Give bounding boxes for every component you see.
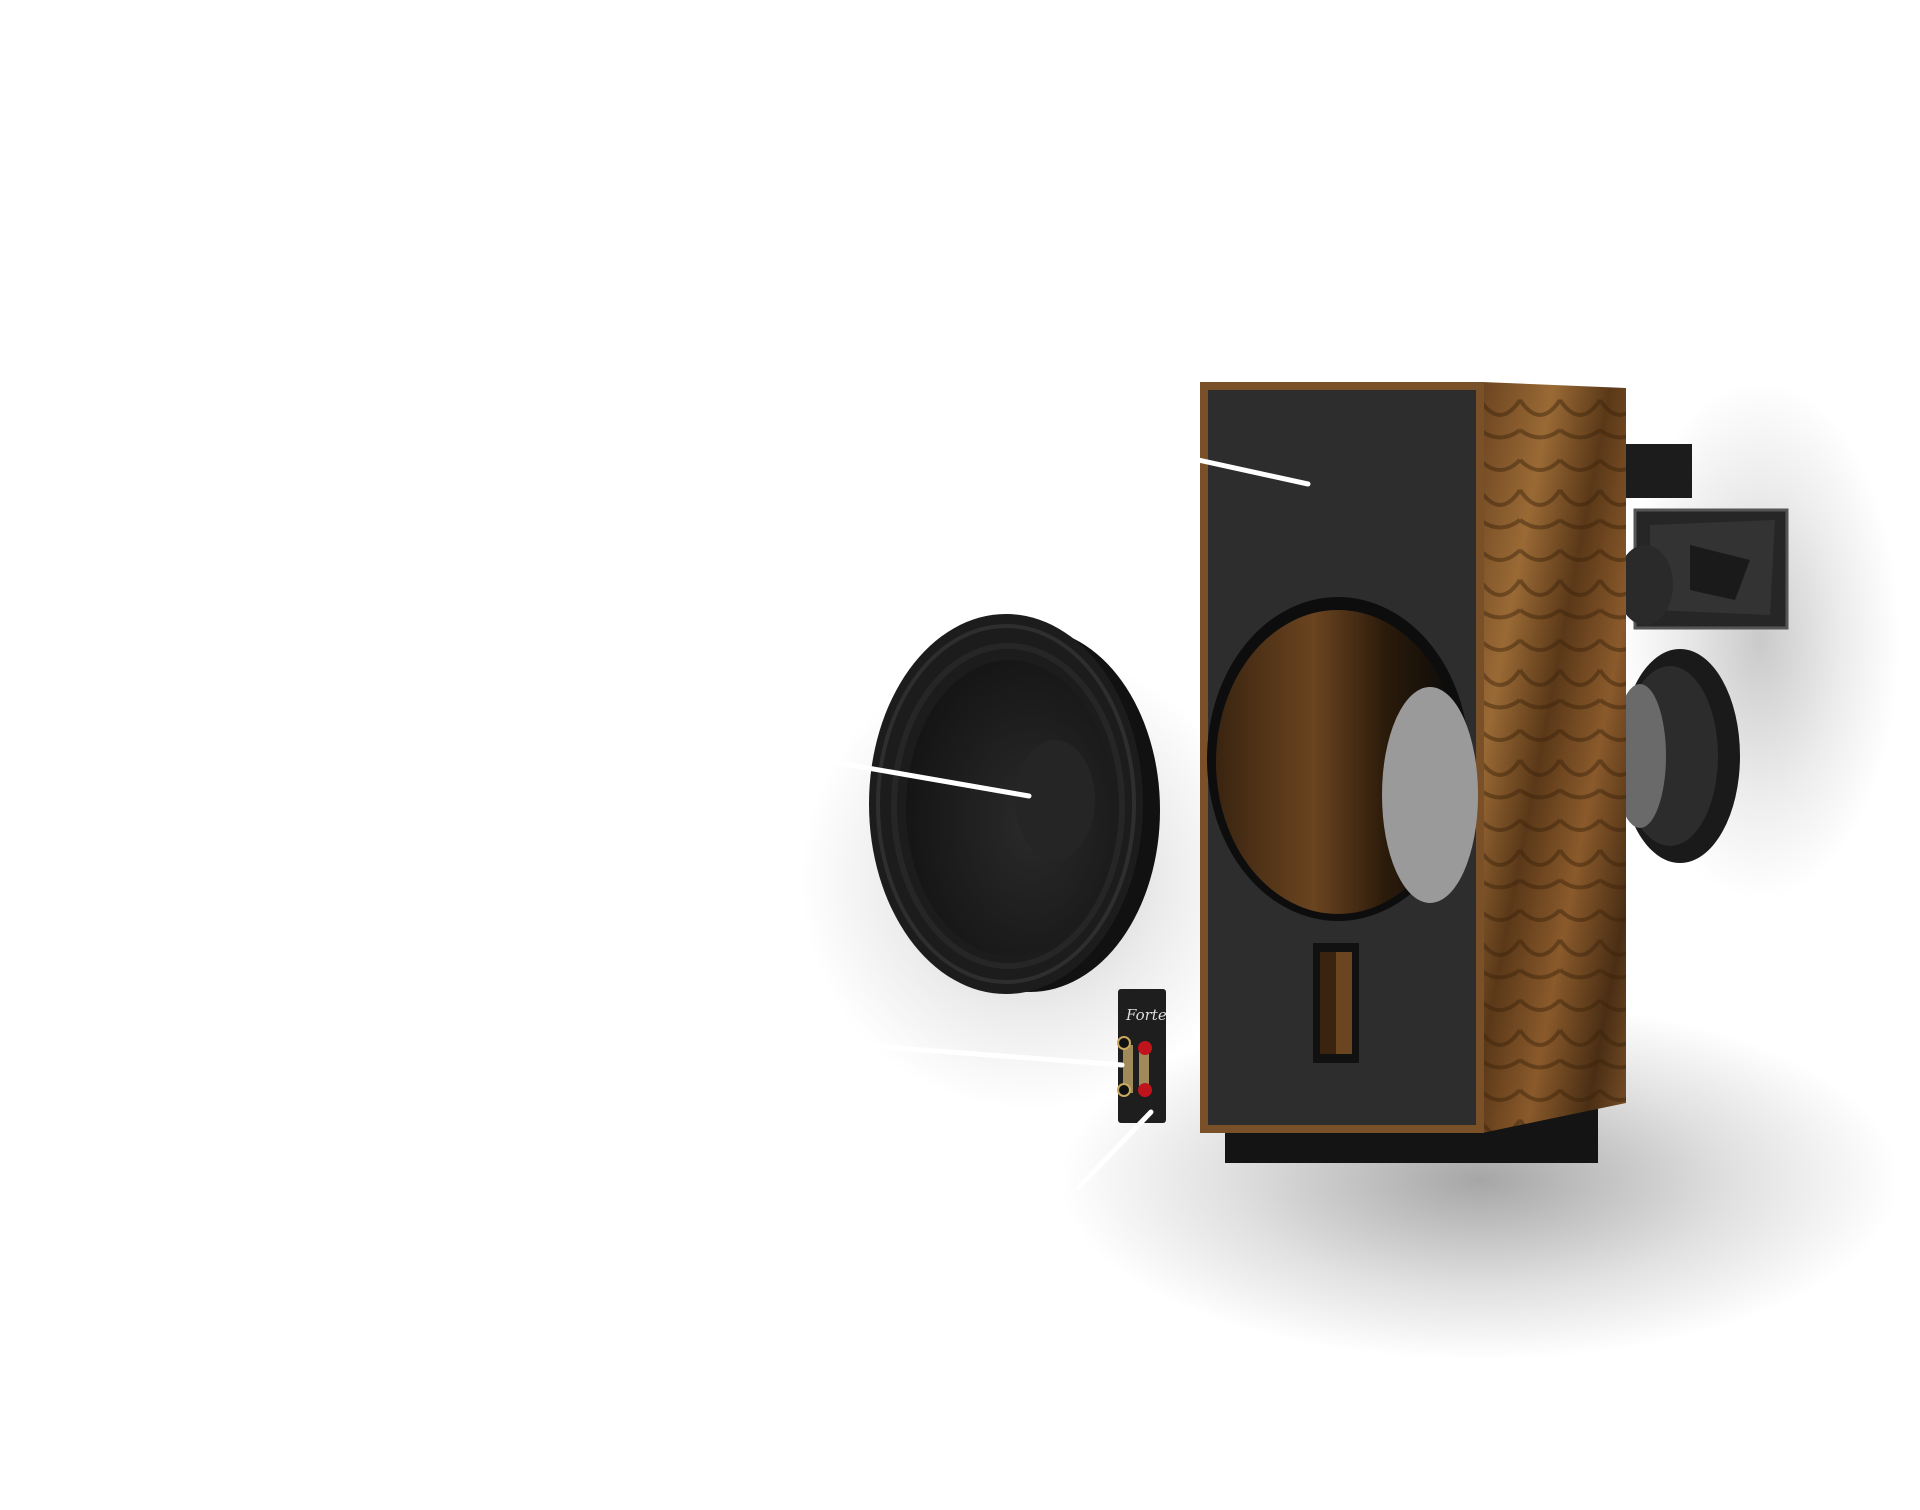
callout-line-terminal-lower: [1075, 1109, 1154, 1191]
callout-line-terminal: [854, 1042, 1125, 1068]
callout-line-woofer: [830, 759, 1032, 799]
callout-lines: [830, 444, 1311, 1191]
woofer-cutout: [1207, 597, 1478, 921]
compression-driver-horn: [1617, 444, 1789, 630]
rear-midrange-driver: [1614, 649, 1740, 863]
binding-post-black: [1117, 1083, 1131, 1097]
binding-post-red: [1138, 1083, 1152, 1097]
callout-line-baffle: [1136, 444, 1311, 487]
binding-post-red: [1138, 1041, 1152, 1055]
cabinet-side-grain: [1482, 382, 1626, 1133]
terminal-plate: Forte: [1117, 989, 1167, 1123]
woofer-driver: [869, 614, 1160, 994]
binding-post-black: [1117, 1036, 1131, 1050]
forte-logo: Forte: [1125, 1006, 1167, 1024]
bass-port: [1313, 943, 1359, 1063]
